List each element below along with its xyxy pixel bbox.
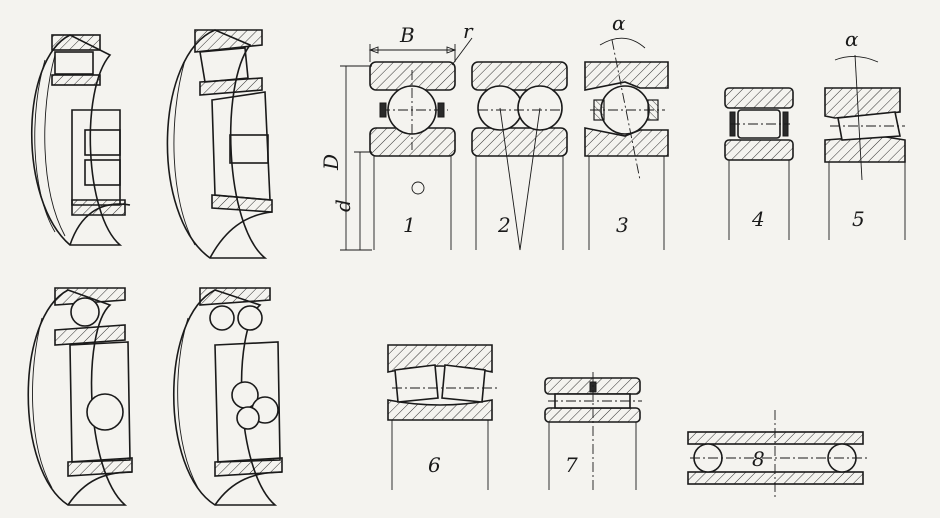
perspective-tapered-roller-bearing	[166, 29, 273, 259]
perspective-double-row-bearing	[173, 287, 283, 506]
dim-label-d: d	[331, 199, 355, 212]
figure-label-3: 3	[616, 213, 629, 237]
figure-label-4: 4	[751, 207, 765, 231]
dimension-annotations: B r D d	[319, 19, 474, 251]
section-1-deep-groove-ball: 1	[369, 61, 456, 250]
figure-label-1: 1	[403, 213, 416, 237]
perspective-cylindrical-roller-bearing	[31, 34, 131, 246]
section-7-needle-roller: 7	[544, 372, 642, 490]
dim-label-r: r	[463, 19, 474, 43]
section-5-tapered-roller: α 5	[824, 27, 906, 240]
section-8-thrust-ball: 8	[687, 410, 870, 500]
section-3-angular-contact-ball: α 3	[584, 11, 669, 250]
figure-label-7: 7	[565, 453, 578, 477]
dim-label-B: B	[399, 23, 415, 47]
angle-label-alpha-5: α	[845, 27, 859, 51]
section-6-spherical-roller: 6	[387, 344, 500, 490]
dim-label-D: D	[319, 154, 343, 171]
figure-label-2: 2	[497, 213, 511, 237]
figure-label-5: 5	[852, 207, 865, 231]
perspective-ball-bearing	[27, 287, 133, 506]
angle-label-alpha-3: α	[612, 11, 626, 35]
section-2-self-aligning-ball: 2	[471, 61, 568, 251]
figure-label-6: 6	[428, 453, 441, 477]
figure-label-8: 8	[752, 447, 765, 471]
section-4-cylindrical-roller: 4	[724, 87, 794, 240]
